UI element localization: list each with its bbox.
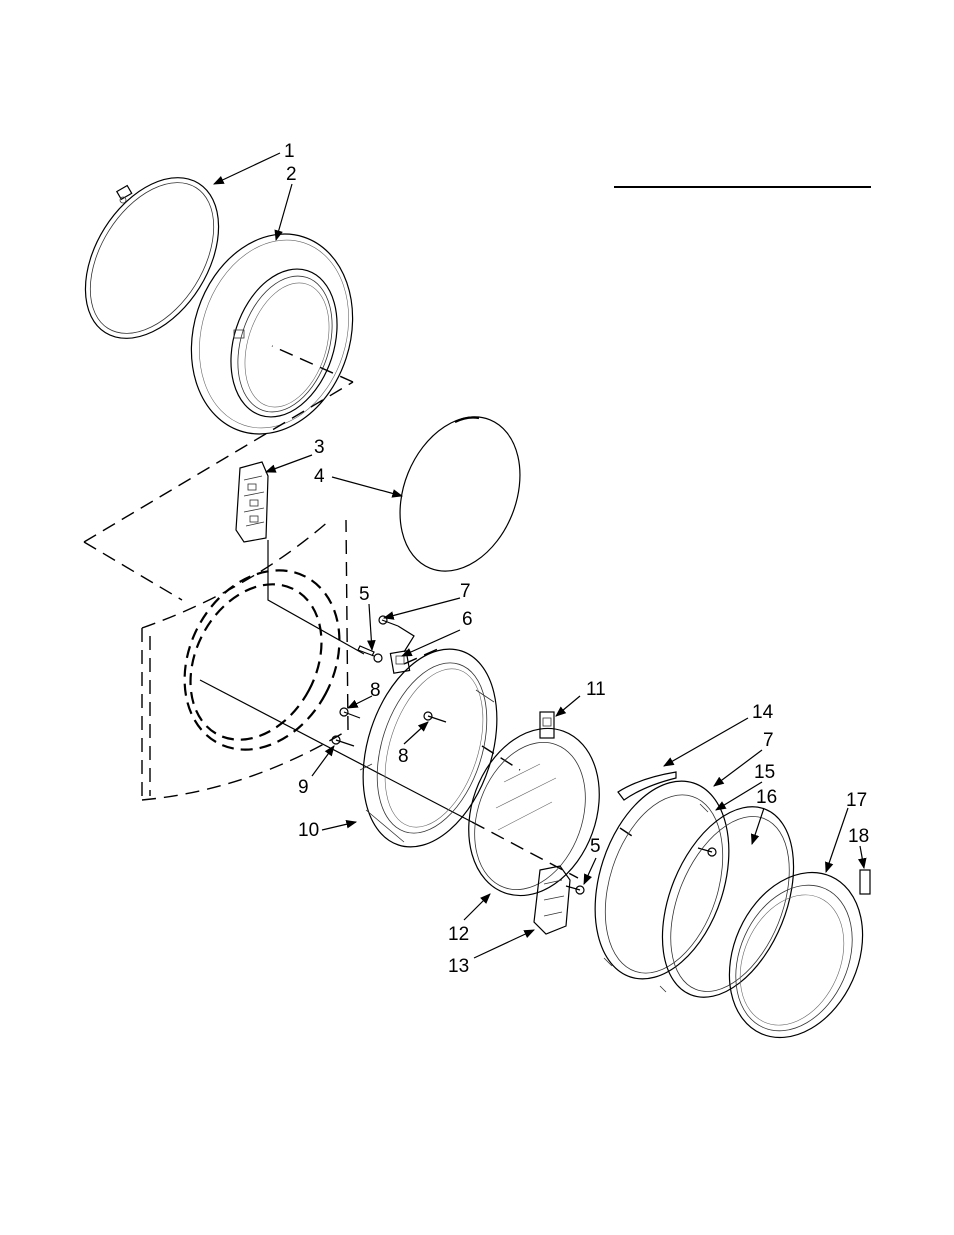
part-3-door-lock: [236, 462, 268, 542]
callout-7: 7: [460, 581, 471, 602]
callout-7-second: 7: [763, 730, 774, 751]
part-4-wire-ring: [378, 399, 542, 589]
callout-13: 13: [448, 956, 469, 977]
callout-labels: 1 2 3 4 5 7 6 8 11 8 14 7 15 9 16 17 18 …: [284, 141, 869, 977]
callout-3: 3: [314, 437, 325, 458]
callout-1: 1: [284, 141, 295, 162]
callout-4: 4: [314, 466, 325, 487]
callout-11: 11: [586, 679, 606, 700]
part-18-badge: [860, 870, 870, 894]
callout-9: 9: [298, 777, 309, 798]
callout-2: 2: [286, 164, 297, 185]
callout-8-second: 8: [398, 746, 409, 767]
part-15-door-frame: [572, 764, 753, 996]
part-16-trim-ring: [637, 788, 819, 1017]
screws: [332, 616, 716, 894]
part-11-hinge: [540, 712, 554, 738]
part-12-door-glass: [446, 710, 621, 914]
part-14-handle: [618, 772, 676, 800]
callout-10: 10: [298, 820, 319, 841]
callout-5-second: 5: [590, 836, 601, 857]
part-2-bellow: [166, 213, 377, 455]
callout-18: 18: [848, 826, 869, 847]
callout-16: 16: [756, 787, 777, 808]
part-1-clamp: [58, 154, 246, 363]
callout-5: 5: [359, 584, 370, 605]
callout-15: 15: [754, 762, 775, 783]
callout-14: 14: [752, 702, 774, 723]
callout-17: 17: [846, 790, 867, 811]
callout-8: 8: [370, 680, 381, 701]
callout-12: 12: [448, 924, 469, 945]
cabinet-front-panel: [84, 346, 370, 800]
callout-6: 6: [462, 609, 473, 630]
part-10-inner-door: [340, 632, 521, 864]
